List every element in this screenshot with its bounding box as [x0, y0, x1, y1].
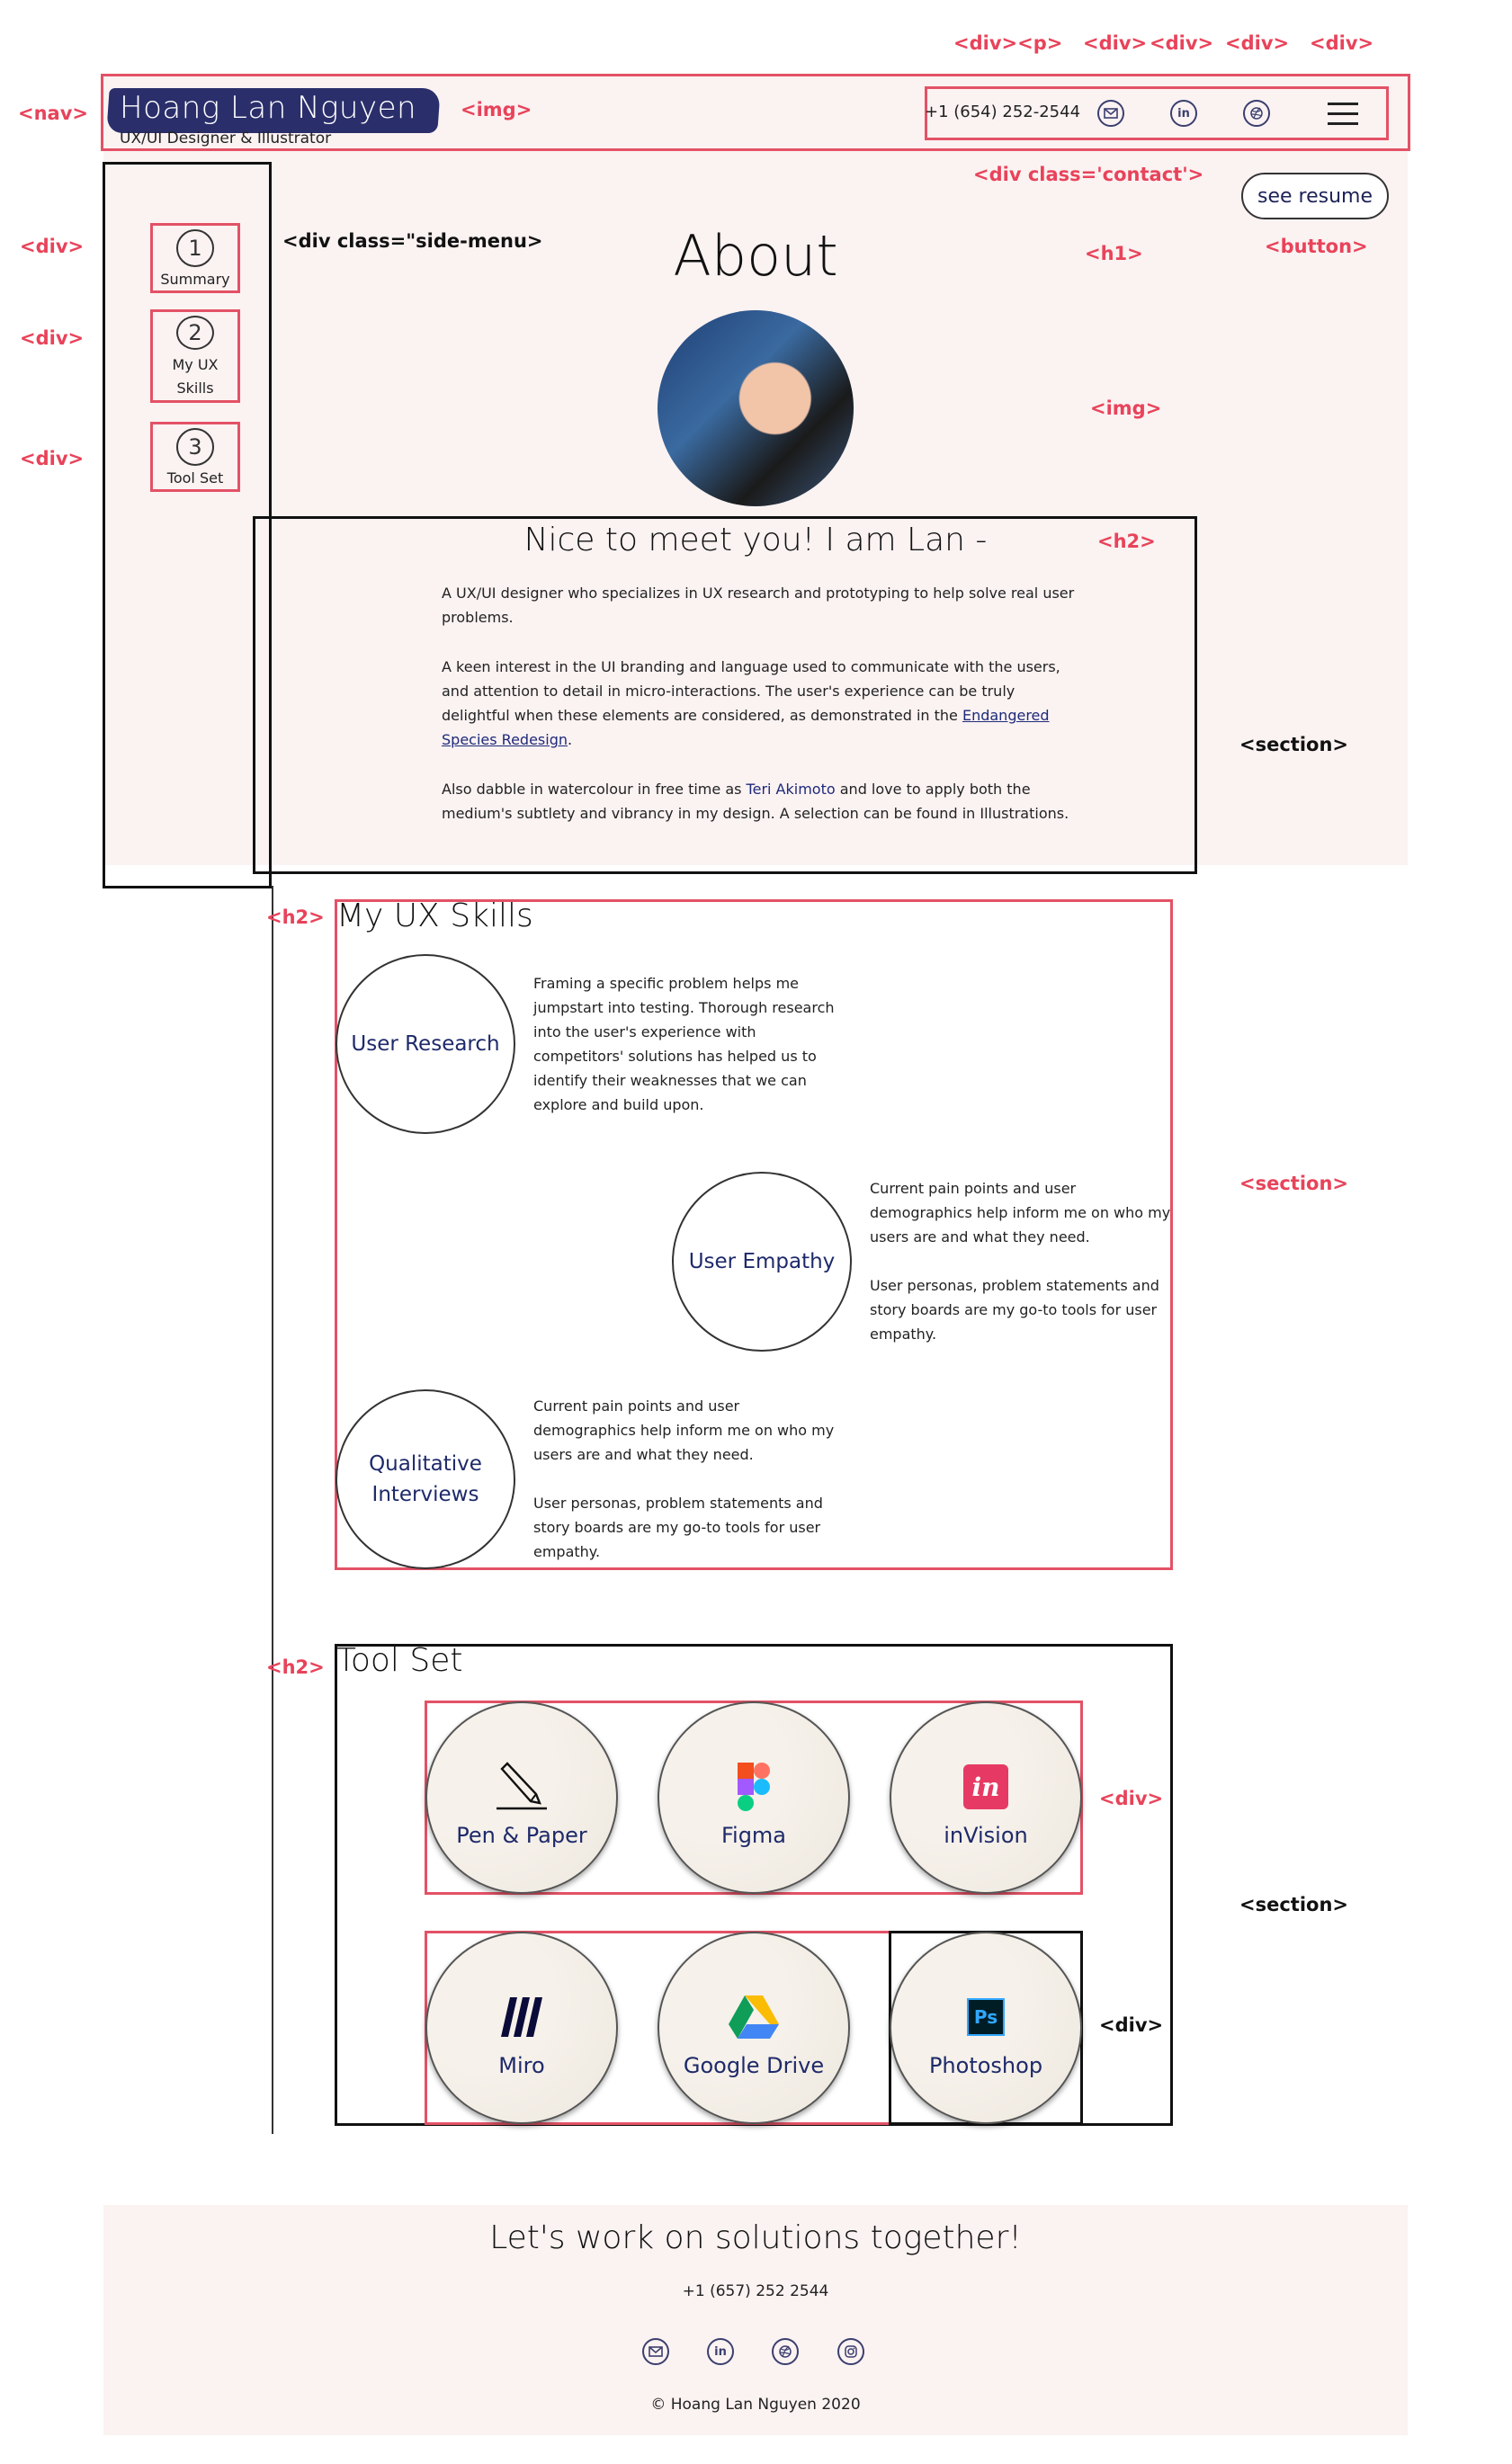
tool-figma: Figma	[658, 1701, 850, 1894]
paragraph-text: A keen interest in the UI branding and l…	[442, 658, 1060, 724]
tool-label: Photoshop	[928, 2053, 1043, 2078]
annotation-div-3: <div>	[1225, 32, 1290, 54]
annotation-side-menu: <div class="side-menu>	[282, 230, 543, 252]
photoshop-icon: Ps	[967, 1988, 1005, 2046]
skill-text-a: Current pain points and user demographic…	[870, 1180, 1171, 1245]
instagram-icon[interactable]	[837, 2338, 864, 2365]
intro-paragraph-3: Also dabble in watercolour in free time …	[442, 777, 1080, 826]
side-menu-outline	[103, 162, 272, 888]
pencil-icon	[495, 1758, 549, 1816]
annotation-div-2: <div>	[1150, 32, 1214, 54]
annotation-div-tools-2: <div>	[1099, 2014, 1164, 2036]
logo-subtitle: UX/UI Designer & Illustrator	[120, 129, 332, 147]
page-title: About	[673, 223, 838, 289]
side-menu-number: 2	[176, 316, 214, 350]
skill-user-empathy: User Empathy	[672, 1172, 852, 1352]
mail-icon[interactable]	[1097, 100, 1124, 127]
dribbble-icon[interactable]	[1243, 100, 1270, 127]
tool-label: Pen & Paper	[456, 1823, 587, 1848]
paragraph-text: .	[567, 731, 573, 748]
paragraph-text: and love to apply both the medium's subt…	[442, 781, 1069, 822]
side-menu-number: 3	[176, 428, 214, 466]
intro-heading: Nice to meet you! I am Lan -	[523, 522, 988, 558]
see-resume-button[interactable]: see resume	[1241, 173, 1389, 219]
logo-text[interactable]: Hoang Lan Nguyen	[120, 90, 417, 126]
linkedin-icon[interactable]: in	[707, 2338, 734, 2365]
skill-qualitative-interviews-text: Current pain points and user demographic…	[533, 1394, 844, 1564]
annotation-h1: <h1>	[1085, 243, 1143, 264]
footer-copyright: © Hoang Lan Nguyen 2020	[650, 2396, 861, 2414]
annotation-side-div-3: <div>	[20, 448, 85, 469]
side-menu-label: Summary	[160, 271, 230, 288]
intro-section-outline	[253, 516, 1197, 874]
annotation-h2-skills: <h2>	[266, 906, 325, 928]
tool-label: Figma	[720, 1823, 787, 1848]
skill-qualitative-interviews: Qualitative Interviews	[336, 1389, 515, 1569]
skill-user-research: User Research	[336, 954, 515, 1134]
paragraph-text: Also dabble in watercolour in free time …	[442, 781, 747, 798]
annotation-div-p: <div><p>	[953, 32, 1063, 54]
invision-logo: in	[963, 1764, 1008, 1809]
toolset-heading: Tool Set	[336, 1642, 463, 1679]
side-menu-label: Tool Set	[166, 469, 224, 487]
annotation-side-div-1: <div>	[20, 236, 85, 257]
annotation-section-tools: <section>	[1239, 1894, 1348, 1915]
menu-icon[interactable]	[1328, 103, 1358, 125]
annotation-section-intro: <section>	[1239, 734, 1348, 755]
tool-photoshop: Ps Photoshop	[890, 1932, 1082, 2124]
skill-user-empathy-text: Current pain points and user demographic…	[870, 1176, 1180, 1346]
teri-akimoto-link[interactable]: Teri Akimoto	[746, 781, 836, 798]
tool-label: Miro	[498, 2053, 545, 2078]
side-menu-item-summary[interactable]: 1 Summary	[150, 223, 240, 293]
annotation-side-div-2: <div>	[20, 327, 85, 349]
side-menu-item-skills[interactable]: 2 My UX Skills	[150, 309, 240, 403]
figma-icon	[737, 1758, 771, 1816]
annotation-contact: <div class='contact'>	[973, 164, 1204, 185]
annotation-div-tools-1: <div>	[1099, 1788, 1164, 1809]
side-menu-label: My UX Skills	[172, 356, 219, 397]
annotation-nav: <nav>	[18, 103, 89, 124]
skills-heading: My UX Skills	[336, 897, 533, 934]
dribbble-icon[interactable]	[772, 2338, 799, 2365]
intro-paragraph-2: A keen interest in the UI branding and l…	[442, 655, 1080, 752]
tool-invision: in inVision	[890, 1701, 1082, 1894]
skill-user-research-text: Framing a specific problem helps me jump…	[533, 975, 835, 1113]
annotation-h2-tools: <h2>	[266, 1656, 325, 1678]
annotation-div-4: <div>	[1310, 32, 1374, 54]
skills-section-outline	[335, 899, 1173, 1570]
tool-label: Google Drive	[683, 2053, 825, 2078]
annotation-div-1: <div>	[1083, 32, 1148, 54]
footer-phone[interactable]: +1 (657) 252 2544	[682, 2282, 829, 2300]
intro-paragraph-1: A UX/UI designer who specializes in UX r…	[442, 585, 1075, 626]
profile-photo	[658, 310, 854, 506]
footer	[103, 2205, 1408, 2435]
tool-label: inVision	[944, 1823, 1028, 1848]
invision-icon: in	[963, 1758, 1008, 1816]
annotation-h2-intro: <h2>	[1097, 531, 1156, 552]
contact-phone[interactable]: +1 (654) 252-2544	[925, 103, 1081, 121]
endangered-species-link[interactable]: Endangered Species Redesign	[442, 707, 1050, 748]
annotation-img-avatar: <img>	[1090, 397, 1162, 419]
side-menu-number: 1	[176, 229, 214, 267]
skill-text-b: User personas, problem statements and st…	[533, 1495, 823, 1560]
annotation-img-logo: <img>	[461, 99, 532, 121]
side-menu-line	[272, 886, 273, 2134]
annotation-section-skills: <section>	[1239, 1173, 1348, 1194]
footer-title: Let's work on solutions together!	[489, 2219, 1022, 2256]
miro-icon	[499, 1988, 544, 2046]
tool-pen-paper: Pen & Paper	[425, 1701, 618, 1894]
nav-outline	[101, 74, 1410, 151]
google-drive-icon	[727, 1988, 781, 2046]
linkedin-icon[interactable]: in	[1170, 100, 1197, 127]
skill-text-b: User personas, problem statements and st…	[870, 1277, 1159, 1343]
skill-text-a: Current pain points and user demographic…	[533, 1397, 835, 1463]
side-menu-item-toolset[interactable]: 3 Tool Set	[150, 422, 240, 492]
tool-google-drive: Google Drive	[658, 1932, 850, 2124]
photoshop-logo: Ps	[967, 1998, 1005, 2036]
annotation-button: <button>	[1265, 236, 1368, 257]
tool-miro: Miro	[425, 1932, 618, 2124]
mail-icon[interactable]	[642, 2338, 669, 2365]
contact-outline	[925, 86, 1389, 140]
